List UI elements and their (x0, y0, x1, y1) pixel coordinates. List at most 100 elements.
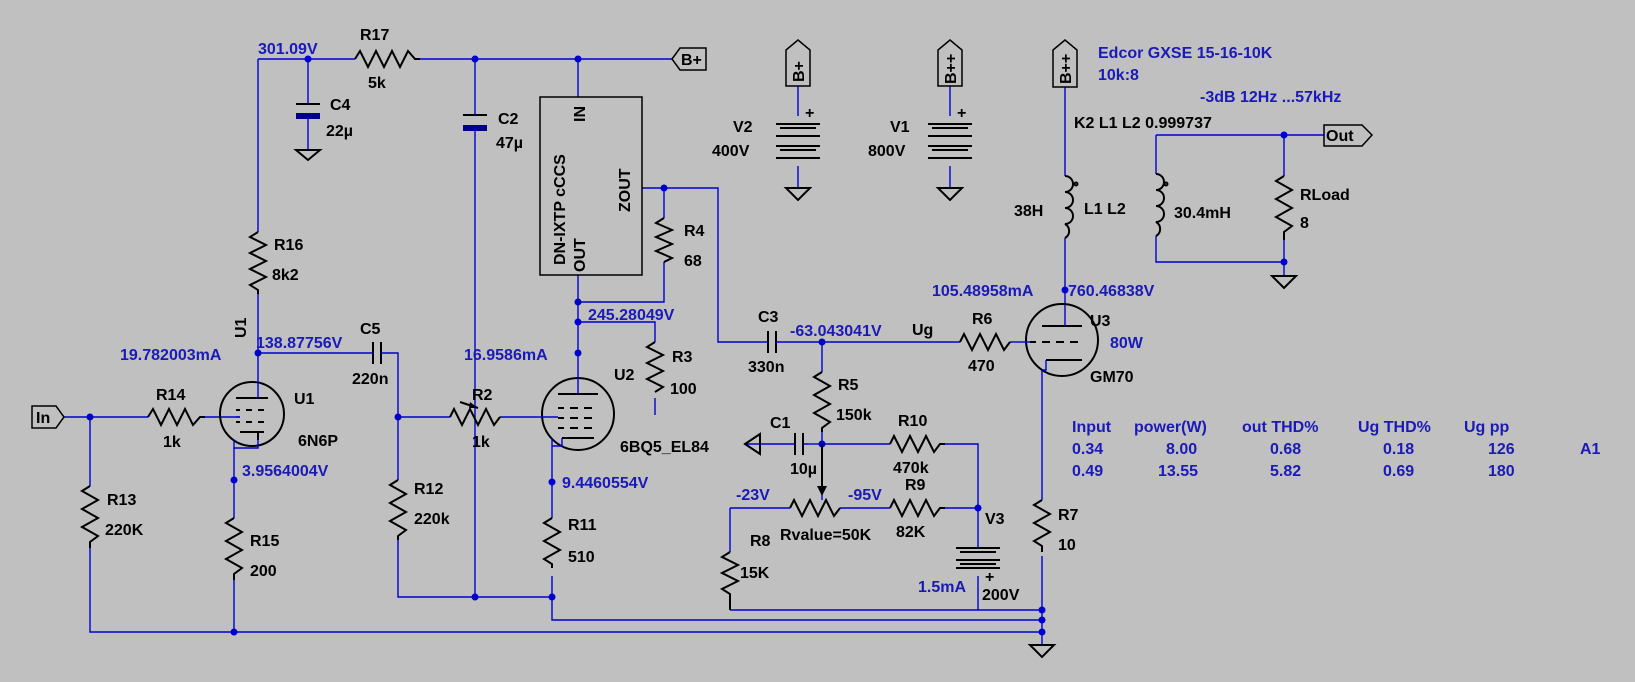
resistor-r17: R17 5k (354, 27, 420, 92)
svg-text:Rvalue=50K: Rvalue=50K (780, 527, 872, 544)
svg-text:400V: 400V (712, 143, 750, 160)
resistor-r14: R14 1k (147, 387, 205, 451)
table-cell: 0.69 (1383, 463, 1414, 480)
resistor-r11: R11 510 (541, 517, 597, 568)
svg-text:760.46838V: 760.46838V (1068, 283, 1155, 300)
svg-text:Edcor GXSE 15-16-10K: Edcor GXSE 15-16-10K (1098, 45, 1273, 62)
svg-text:38H: 38H (1014, 203, 1043, 220)
svg-text:470: 470 (968, 358, 995, 375)
svg-text:100: 100 (670, 381, 697, 398)
svg-text:C3: C3 (758, 309, 779, 326)
ccs-block: IN DN-IXTP cCCS OUT ZOUT (539, 96, 643, 276)
capacitor-c2: C2 47µ (463, 108, 523, 152)
svg-text:10µ: 10µ (790, 461, 817, 478)
svg-text:In: In (36, 410, 50, 427)
output-transformer: 38H L1 L2 30.4mH (1014, 173, 1231, 239)
resistor-r12: R12 220k (387, 479, 450, 540)
junctions (86, 55, 1288, 636)
table-header: out THD% (1242, 419, 1318, 436)
svg-text:10: 10 (1058, 537, 1076, 554)
svg-text:IN: IN (572, 106, 589, 122)
battery-v3: + V3 200V (956, 511, 1020, 604)
potentiometer-r2: R2 1k (449, 387, 501, 451)
resistor-r5: R5 150k (811, 371, 872, 432)
resistor-rload: RLoad 8 (1273, 175, 1350, 240)
resistor-r10: R10 470k (889, 413, 945, 477)
svg-text:R10: R10 (898, 413, 927, 430)
svg-text:82K: 82K (896, 524, 926, 541)
svg-text:R5: R5 (838, 377, 859, 394)
svg-text:138.87756V: 138.87756V (256, 335, 343, 352)
svg-text:R2: R2 (472, 387, 493, 404)
svg-text:470k: 470k (893, 460, 929, 477)
table-cell: 5.82 (1270, 463, 1301, 480)
svg-text:R13: R13 (107, 492, 136, 509)
wires (64, 58, 1324, 645)
svg-text:68: 68 (684, 253, 702, 270)
svg-text:GM70: GM70 (1090, 369, 1134, 386)
svg-text:R9: R9 (905, 477, 926, 494)
node-voltages: 301.09V 138.87756V 19.782003mA 3.9564004… (120, 41, 1155, 596)
svg-text:220K: 220K (105, 522, 144, 539)
table-cell: A1 (1580, 441, 1601, 458)
table-header: Input (1072, 419, 1112, 436)
svg-text:105.48958mA: 105.48958mA (932, 283, 1034, 300)
svg-text:U2: U2 (614, 367, 635, 384)
annotations: Edcor GXSE 15-16-10K 10k:8 -3dB 12Hz ...… (912, 45, 1341, 339)
capacitor-c3: C3 330n (748, 309, 788, 376)
svg-text:R4: R4 (684, 223, 705, 240)
svg-text:19.782003mA: 19.782003mA (120, 347, 222, 364)
svg-text:3.9564004V: 3.9564004V (242, 463, 329, 480)
resistor-r6: R6 470 (959, 311, 1011, 375)
table-header: Ug pp (1464, 419, 1510, 436)
resistor-r15: R15 200 (223, 517, 279, 580)
port-out: Out (1323, 124, 1374, 147)
battery-v2: + V2 400V (712, 105, 820, 160)
svg-text:-3dB 12Hz ...57kHz: -3dB 12Hz ...57kHz (1200, 89, 1341, 106)
svg-text:R15: R15 (250, 533, 279, 550)
port-in: In (31, 405, 65, 429)
table-header: Ug THD% (1358, 419, 1431, 436)
svg-text:B++: B++ (1058, 54, 1075, 84)
table-cell: 0.18 (1383, 441, 1414, 458)
svg-text:5k: 5k (368, 75, 386, 92)
svg-text:1k: 1k (163, 434, 181, 451)
tube-u3: U3 80W GM70 (1020, 303, 1144, 386)
svg-text:R17: R17 (360, 27, 389, 44)
svg-text:6N6P: 6N6P (298, 433, 338, 450)
svg-text:Out: Out (1326, 128, 1354, 145)
resistor-r3: R3 100 (644, 341, 697, 398)
svg-text:C1: C1 (770, 415, 791, 432)
svg-text:8: 8 (1300, 215, 1309, 232)
results-table: Input power(W) out THD% Ug THD% Ug pp 0.… (1072, 419, 1601, 480)
battery-v1: + V1 800V (868, 105, 972, 160)
svg-text:10k:8: 10k:8 (1098, 67, 1139, 84)
svg-text:V2: V2 (733, 119, 753, 136)
capacitor-c1: C1 10µ (770, 415, 817, 478)
svg-text:R3: R3 (672, 349, 693, 366)
svg-text:Ug: Ug (912, 322, 933, 339)
svg-text:-23V: -23V (736, 487, 770, 504)
svg-text:B+: B+ (791, 61, 808, 82)
table-cell: 0.68 (1270, 441, 1301, 458)
port-bplus-v2: B+ (785, 39, 811, 87)
svg-text:C2: C2 (498, 111, 519, 128)
svg-text:R14: R14 (156, 387, 185, 404)
svg-text:R6: R6 (972, 311, 993, 328)
svg-text:16.9586mA: 16.9586mA (464, 347, 548, 364)
svg-text:1k: 1k (472, 434, 490, 451)
svg-text:220k: 220k (414, 511, 450, 528)
potentiometer-bias: -23V -95V Rvalue=50K (736, 444, 882, 544)
svg-text:+: + (805, 105, 814, 122)
svg-text:R7: R7 (1058, 507, 1079, 524)
svg-text:-95V: -95V (848, 487, 882, 504)
resistor-r4: R4 68 (653, 217, 705, 270)
resistor-r8: R8 15K (719, 533, 771, 610)
svg-text:RLoad: RLoad (1300, 187, 1350, 204)
svg-text:C4: C4 (330, 97, 351, 114)
svg-text:800V: 800V (868, 143, 906, 160)
svg-text:510: 510 (568, 549, 595, 566)
svg-text:U1: U1 (294, 391, 315, 408)
svg-text:K2 L1 L2 0.999737: K2 L1 L2 0.999737 (1074, 115, 1212, 132)
